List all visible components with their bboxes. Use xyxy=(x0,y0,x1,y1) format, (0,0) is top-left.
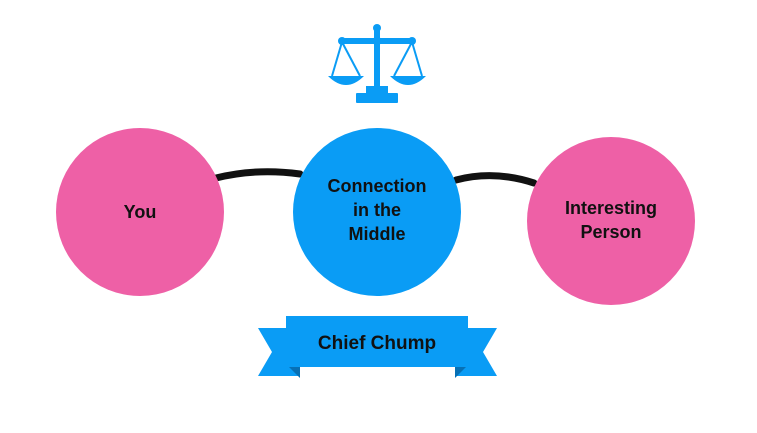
node-you-label: You xyxy=(124,202,157,222)
interesting-label-line: Person xyxy=(580,222,641,242)
connector-right xyxy=(452,172,538,187)
interesting-label-line: Interesting xyxy=(565,198,657,218)
title-ribbon: Chief Chump xyxy=(258,316,497,378)
connector-left xyxy=(212,168,304,182)
middle-label-line: Middle xyxy=(349,224,406,244)
middle-label-line: in the xyxy=(353,200,401,220)
middle-label-line: Connection xyxy=(328,176,427,196)
node-you: You xyxy=(56,128,224,296)
you-label-line: You xyxy=(124,202,157,222)
balance-scales-icon xyxy=(328,24,426,103)
ribbon-label: Chief Chump xyxy=(318,333,436,354)
